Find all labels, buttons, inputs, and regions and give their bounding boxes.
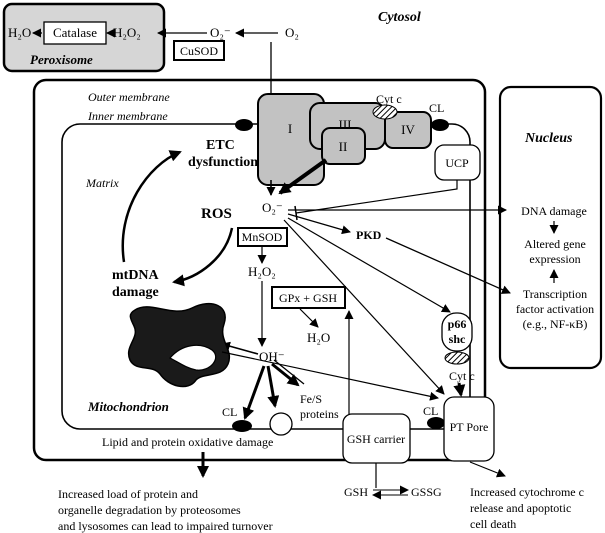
oh-radical: OH⁻: [259, 349, 285, 364]
cusod-label: CuSOD: [180, 44, 218, 58]
complex-ii: [321, 127, 366, 165]
cl-top-label: CL: [429, 101, 444, 115]
gsh-exchange-right: GSSG: [411, 485, 442, 499]
mnsod-label: MnSOD: [242, 230, 283, 244]
o2-radical-matrix: O₂⁻: [262, 200, 283, 215]
arrow-cyt-c-to-pore: [453, 382, 466, 397]
lipid-damage: Lipid and protein oxidative damage: [102, 435, 273, 449]
transcription-line2: factor activation: [516, 302, 594, 316]
h2o2-matrix: H₂O₂: [248, 264, 276, 279]
mitochondrion-label: Mitochondrion: [87, 399, 169, 414]
degradation-line1: Increased load of protein and: [58, 487, 198, 501]
arrow-oh-to-damage: [221, 341, 259, 355]
ros-label: ROS: [201, 206, 232, 222]
transcription-line3: (e.g., NF-κB): [523, 317, 588, 331]
cyt-c-pore: [444, 351, 470, 365]
h2o-matrix: H₂O: [307, 330, 330, 345]
arrow-gpx-to-h2o: [299, 308, 319, 328]
p66-line1: p66: [448, 317, 467, 331]
cytosol-label: Cytosol: [378, 10, 421, 25]
outer-membrane: [32, 78, 487, 462]
etc-line1: ETC: [206, 138, 235, 153]
ucp-inhibition-bar: [294, 205, 298, 221]
h2o-peroxisome: H₂O: [8, 25, 31, 40]
mtdna-strand: [169, 344, 217, 371]
arrow-oh-to-cl: [242, 365, 266, 420]
p66shc-box: [441, 312, 473, 352]
protein-circle: [269, 412, 293, 436]
cyt-c-top-label: Cyt c: [376, 92, 402, 106]
arrow-oh-to-fes: [271, 362, 300, 387]
arrow-o2-to-p66: [287, 217, 451, 313]
transcription-line1: Transcription: [523, 287, 587, 301]
catalase-label: Catalase: [53, 25, 97, 40]
apoptosis-line3: cell death: [470, 517, 516, 531]
complex-iv: [384, 111, 432, 149]
pt-pore-label: PT Pore: [450, 420, 489, 434]
degradation-line2: organelle degradation by proteosomes: [58, 503, 241, 517]
cl-left-site: [232, 420, 252, 432]
altered-gene-line1: Altered gene: [524, 237, 586, 251]
arrow-pore-to-apoptosis: [469, 461, 506, 478]
arrow-damage-to-pore: [221, 351, 439, 401]
arrow-complex-iii-to-o2: [278, 158, 328, 195]
peroxisome-label: Peroxisome: [30, 52, 93, 67]
gsh-exchange-left: GSH: [344, 485, 368, 499]
ucp-label: UCP: [445, 156, 469, 170]
apoptosis-line2: release and apoptotic: [470, 501, 571, 515]
mtdna-line1: mtDNA: [112, 268, 160, 283]
mtdna-line2: damage: [112, 285, 159, 300]
dna-damage: DNA damage: [521, 204, 587, 218]
altered-gene-line2: expression: [529, 252, 580, 266]
membrane-site-cl-top: [431, 119, 449, 131]
arrow-ros-to-mtdna: [172, 227, 234, 287]
mnsod-box: [237, 227, 288, 247]
arrow-pkd-to-tf: [385, 237, 511, 294]
etc-line2: dysfunction: [188, 155, 258, 170]
complex-iv-label: IV: [401, 122, 415, 137]
fes-line1: Fe/S: [300, 392, 322, 406]
gpx-gsh-label: GPx + GSH: [279, 291, 337, 305]
h2o2-peroxisome: H₂O₂: [113, 25, 141, 40]
mtdna-damage-blob: [127, 303, 231, 388]
cl-right-site: [427, 417, 445, 429]
pt-pore-box: [443, 396, 495, 462]
cusod-box: [173, 40, 225, 61]
gpx-gsh-box: [271, 286, 346, 309]
cyt-c-top: [372, 104, 398, 120]
arrow-oh-to-protein-circle: [266, 365, 280, 408]
arrow-o2-to-pore: [283, 219, 445, 395]
p66-line2: shc: [449, 332, 466, 346]
o2-cytosol: O₂: [285, 25, 299, 40]
gsh-carrier-label: GSH carrier: [347, 432, 405, 446]
cl-right-label: CL: [423, 404, 438, 418]
o2-radical-cytosol: O₂⁻: [210, 25, 231, 40]
matrix-label: Matrix: [85, 176, 119, 190]
arrow-mtdna-to-etc: [121, 150, 182, 263]
arrow-o2-to-pkd: [287, 213, 351, 235]
nucleus-label: Nucleus: [524, 131, 573, 146]
outer-membrane-label: Outer membrane: [88, 90, 170, 104]
cl-left-label: CL: [222, 405, 237, 419]
membrane-site-left: [235, 119, 253, 131]
fes-line2: proteins: [300, 407, 339, 421]
ucp-inhibition: [295, 180, 458, 214]
complex-ii-label: II: [339, 139, 348, 154]
pkd-label: PKD: [356, 228, 382, 242]
apoptosis-line1: Increased cytochrome c: [470, 485, 584, 499]
complex-i-label: I: [288, 121, 292, 136]
cyt-c-pore-label: Cyt c: [449, 369, 475, 383]
degradation-line3: and lysosomes can lead to impaired turno…: [58, 519, 273, 533]
inner-membrane-label: Inner membrane: [87, 109, 168, 123]
